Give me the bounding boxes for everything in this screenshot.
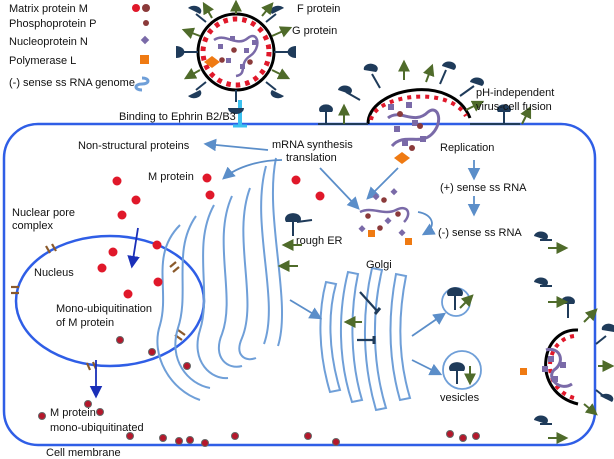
non-structural-proteins-label: Non-structural proteins <box>78 140 190 152</box>
ubiquitination-label-line1: Mono-ubiquitination <box>56 303 152 315</box>
nuclear-pore-label-line2: complex <box>12 220 53 232</box>
g-protein-label: G protein <box>292 25 337 37</box>
nucleus-label: Nucleus <box>34 267 74 279</box>
matrix-protein-icon <box>132 4 140 12</box>
replication-cluster <box>358 188 412 245</box>
virion <box>176 0 296 114</box>
fusion-label-line2: virus-cell fusion <box>476 101 552 113</box>
phosphoprotein-icon <box>143 20 149 26</box>
fusing-virus-envelope <box>318 59 532 125</box>
m-protein-ubiquitinated-label-line1: M protein <box>50 407 96 419</box>
m-protein-ubiquitinated-label-line2: mono-ubiquitinated <box>50 422 144 434</box>
process-arrows <box>203 138 481 376</box>
translation-label: translation <box>286 152 337 164</box>
legend: Matrix protein M Phosphoprotein P Nucleo… <box>9 3 150 92</box>
nuclear-transport-arrows <box>89 227 140 399</box>
replication-label: Replication <box>440 142 494 154</box>
mrna-synthesis-label: mRNA synthesis <box>272 139 353 151</box>
er-f-protein-icon <box>277 239 362 328</box>
binding-label: Binding to Ephrin B2/B3 <box>119 111 236 123</box>
vesicles-label: vesicles <box>440 392 480 404</box>
matrix-protein-dots <box>97 173 325 299</box>
rough-er-label: rough ER <box>296 235 343 247</box>
legend-phosphoprotein-label: Phosphoprotein P <box>9 18 96 30</box>
polymerase-icon <box>204 56 220 68</box>
mono-ubiquitinated-m-protein-dots <box>38 336 480 447</box>
legend-nucleoprotein-label: Nucleoprotein N <box>9 36 88 48</box>
plus-sense-rna-label: (+) sense ss RNA <box>440 182 527 194</box>
rna-genome-icon <box>134 76 150 92</box>
vesicle-f-protein-icon <box>459 294 476 386</box>
legend-polymerase-label: Polymerase L <box>9 55 76 67</box>
cell-membrane-label: Cell membrane <box>46 447 121 459</box>
rough-er <box>156 157 284 401</box>
polymerase-icon <box>368 230 375 237</box>
m-protein-label: M protein <box>148 171 194 183</box>
polymerase-icon <box>140 55 149 64</box>
er-glycoprotein-icon <box>285 213 382 344</box>
legend-genome-label: (-) sense ss RNA genome <box>9 77 135 89</box>
golgi-label: Golgi <box>366 259 392 271</box>
fusing-virus-nucleocapsid <box>387 102 441 164</box>
polymerase-icon <box>520 368 527 375</box>
polymerase-icon <box>394 152 410 164</box>
matrix-protein-icon <box>142 4 150 12</box>
nucleoprotein-icon <box>140 35 150 45</box>
vesicle <box>442 350 482 390</box>
budding-virus <box>520 231 614 444</box>
fusion-label-line1: pH-independent <box>476 87 554 99</box>
f-protein-label: F protein <box>297 3 340 15</box>
vesicle-glycoprotein-icon <box>446 287 465 384</box>
nuclear-pore-label-line1: Nuclear pore <box>12 207 75 219</box>
cell-membrane <box>2 122 597 447</box>
ubiquitination-label-line2: of M protein <box>56 317 114 329</box>
minus-sense-rna-label: (-) sense ss RNA <box>438 227 522 239</box>
polymerase-icon <box>405 238 412 245</box>
legend-matrix-protein-label: Matrix protein M <box>9 3 88 15</box>
